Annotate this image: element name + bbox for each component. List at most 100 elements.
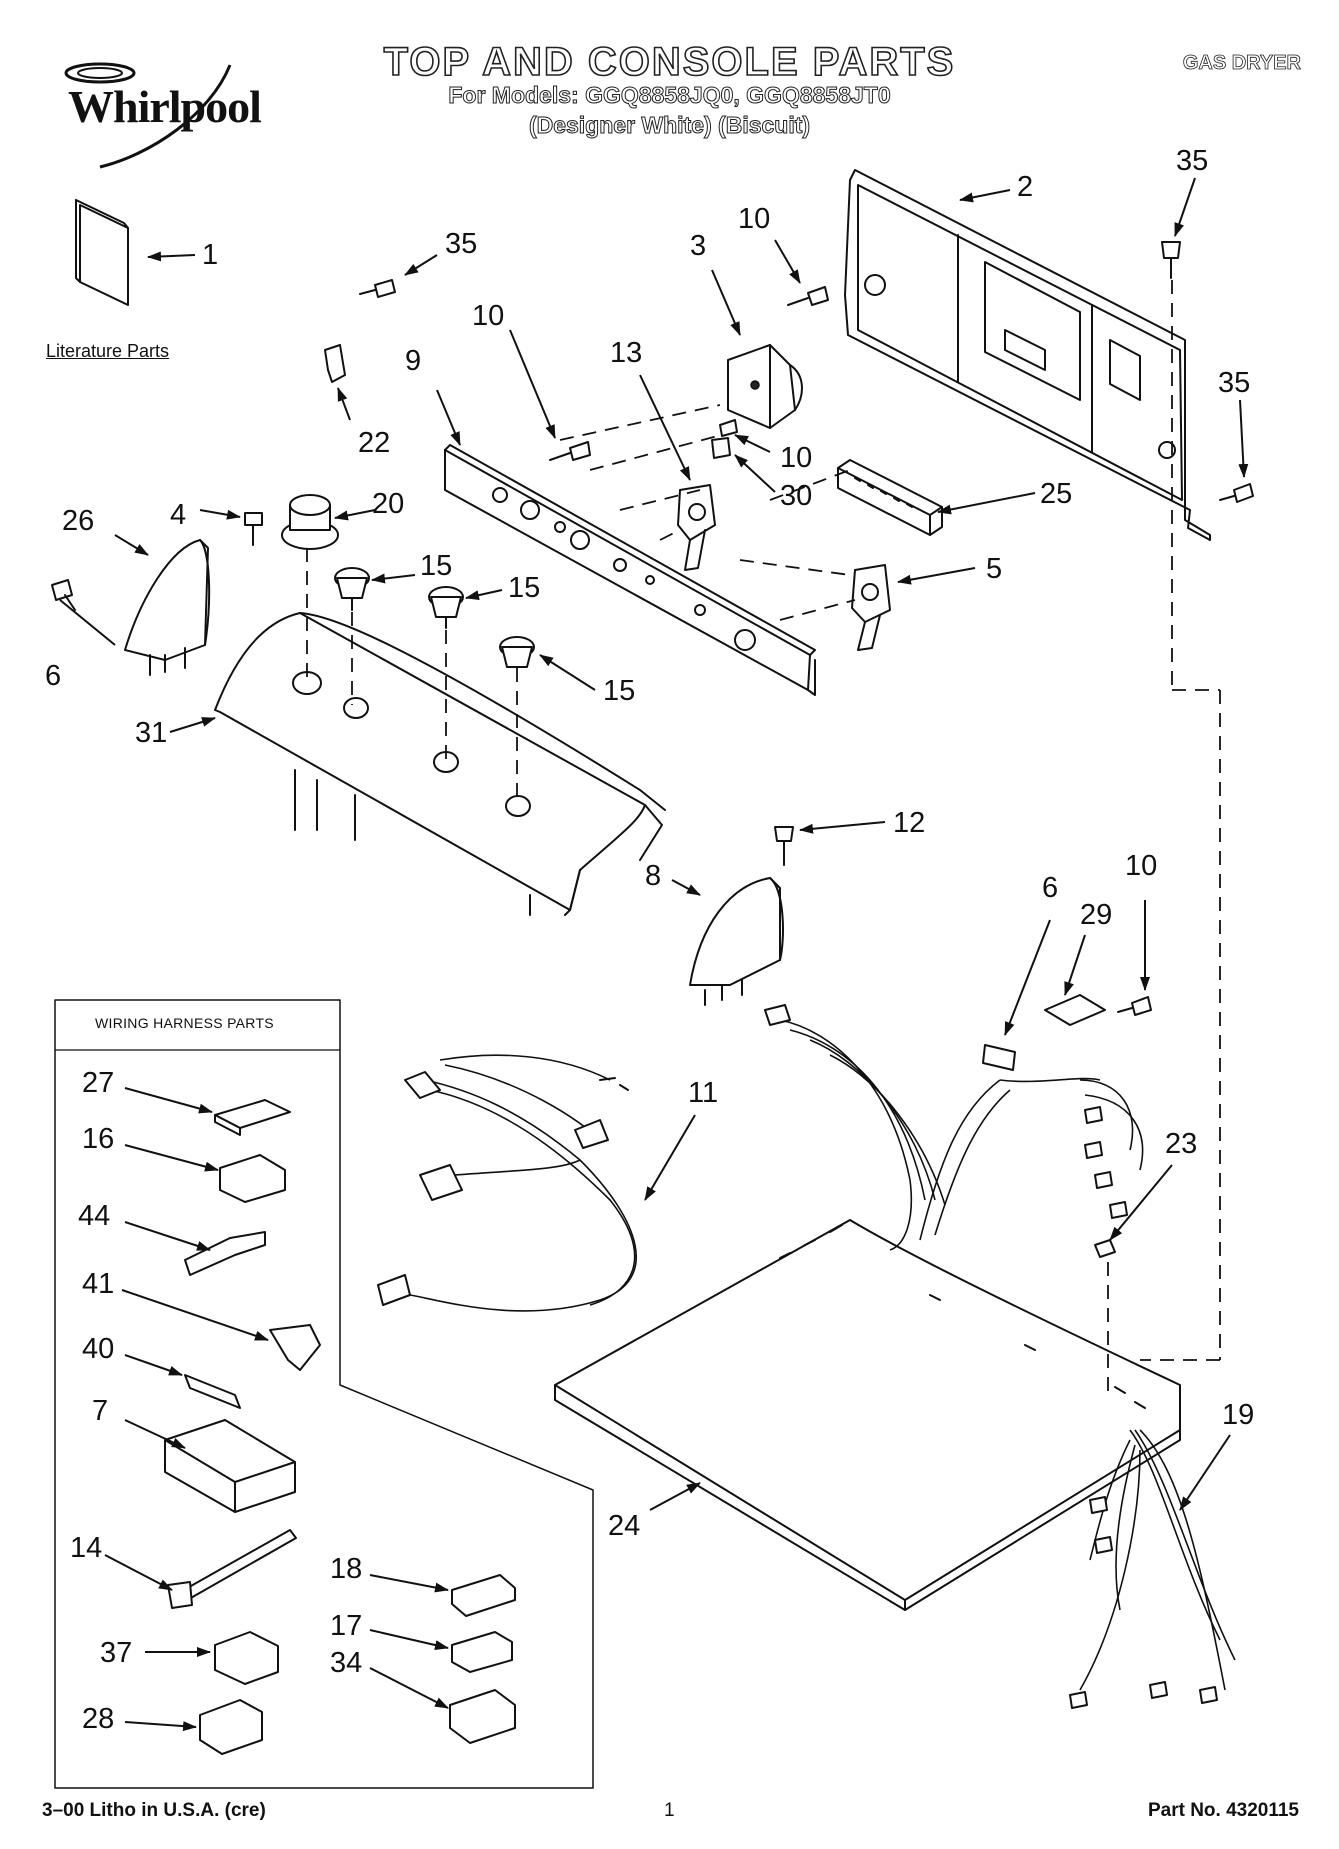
part-screw-10b	[549, 441, 591, 461]
part-screw-35c	[1219, 483, 1254, 503]
part-connector-37	[214, 1631, 279, 1685]
callout-24: 24	[608, 1510, 640, 1542]
callout-15a: 15	[420, 550, 452, 582]
callout-10b: 10	[472, 300, 504, 332]
part-console-panel-31	[214, 612, 666, 916]
part-clip-22	[324, 344, 346, 383]
callout-10c: 10	[780, 442, 812, 474]
callout-35a: 35	[445, 228, 477, 260]
callout-40: 40	[82, 1333, 114, 1365]
part-screw-10c	[719, 419, 738, 437]
part-screw-10d	[1117, 996, 1152, 1016]
callout-25: 25	[1040, 478, 1072, 510]
callout-7: 7	[92, 1395, 108, 1427]
callout-34: 34	[330, 1647, 362, 1679]
callout-10d: 10	[1125, 850, 1157, 882]
part-terminal-block	[837, 459, 943, 536]
harness-box-title: WIRING HARNESS PARTS	[95, 1015, 274, 1031]
part-connector-7	[164, 1419, 296, 1513]
part-connector-17	[451, 1631, 513, 1673]
callout-5: 5	[986, 553, 1002, 585]
part-switch-3	[727, 344, 803, 429]
callout-16: 16	[82, 1123, 114, 1155]
callout-27: 27	[82, 1067, 114, 1099]
callout-29: 29	[1080, 899, 1112, 931]
callout-4: 4	[170, 499, 186, 531]
part-screw-35a	[359, 279, 396, 298]
models-line: For Models: GGQ8858JQ0, GGQ8858JT0	[448, 82, 891, 109]
part-connector-16	[219, 1154, 286, 1203]
part-pin-40	[184, 1374, 241, 1409]
callout-6b: 6	[1042, 872, 1058, 904]
part-wire-harness-upper	[764, 1004, 1144, 1251]
callout-31: 31	[135, 717, 167, 749]
part-30	[711, 437, 731, 459]
callout-37: 37	[100, 1637, 132, 1669]
callout-35c: 35	[1218, 367, 1250, 399]
part-control-back-panel	[844, 169, 1211, 541]
part-knob-15b	[428, 586, 464, 629]
part-connector-34	[449, 1689, 516, 1744]
whirlpool-logo	[60, 55, 290, 175]
callout-44: 44	[78, 1200, 110, 1232]
leader-lines	[59, 177, 1249, 1732]
part-screw-12	[774, 826, 794, 866]
callout-20: 20	[372, 488, 404, 520]
footer-part-number: Part No. 4320115	[1147, 1800, 1299, 1821]
callout-23: 23	[1165, 1128, 1197, 1160]
callout-numbers: 1 2 3 4 5 6 6 7 8 9 10 10 10 10 11 12 13…	[45, 145, 1254, 1735]
part-end-cap-26	[124, 539, 211, 676]
callout-30: 30	[780, 480, 812, 512]
callout-41: 41	[82, 1268, 114, 1300]
callout-2: 2	[1017, 171, 1033, 203]
callout-3: 3	[690, 230, 706, 262]
literature-parts-label: Literature Parts	[46, 341, 170, 361]
callout-18: 18	[330, 1553, 362, 1585]
callout-10a: 10	[738, 203, 770, 235]
callout-15b: 15	[508, 572, 540, 604]
callout-6a: 6	[45, 660, 61, 692]
part-end-cap-8	[689, 877, 784, 1006]
part-wire-harness-19	[1069, 1429, 1236, 1709]
part-wire-harness-11	[377, 1054, 637, 1312]
part-knob-20	[281, 494, 339, 550]
callout-8: 8	[645, 860, 661, 892]
part-screw-4	[244, 512, 263, 546]
part-clip-23	[1094, 1239, 1116, 1258]
part-connector-28	[199, 1699, 263, 1755]
part-terminal-44	[184, 1231, 266, 1276]
callout-28: 28	[82, 1703, 114, 1735]
part-tie-14	[167, 1529, 297, 1609]
callout-11: 11	[688, 1077, 718, 1109]
callout-12: 12	[893, 807, 925, 839]
part-board-29	[1044, 994, 1106, 1026]
footer-litho: 3–00 Litho in U.S.A. (cre)	[42, 1800, 266, 1821]
part-switch-13	[677, 484, 716, 571]
colors-line: (Designer White) (Biscuit)	[528, 112, 811, 139]
part-connector-27	[214, 1099, 291, 1136]
part-connector-18	[451, 1574, 516, 1617]
callout-9: 9	[405, 345, 421, 377]
part-screw-35b	[1161, 241, 1181, 279]
page-title: TOP AND CONSOLE PARTS	[383, 39, 956, 85]
callout-26: 26	[62, 505, 94, 537]
part-top-panel-24	[554, 1219, 1181, 1611]
callout-1: 1	[202, 239, 218, 271]
callout-35b: 35	[1176, 145, 1208, 177]
callout-22: 22	[358, 427, 390, 459]
callout-14: 14	[70, 1532, 102, 1564]
part-switch-5	[851, 564, 891, 651]
brand-wordmark: Whirlpool	[68, 81, 262, 132]
part-screw-6a	[51, 579, 76, 611]
part-screw-10a	[787, 286, 829, 306]
product-type: GAS DRYER	[1182, 52, 1301, 75]
part-clip-41	[269, 1324, 321, 1371]
callout-15c: 15	[603, 675, 635, 707]
logo-swirl-icon	[64, 62, 232, 169]
callout-19: 19	[1222, 1399, 1254, 1431]
part-knob-15c	[499, 636, 535, 668]
harness-parts-box	[54, 999, 594, 1789]
part-knob-15a	[334, 567, 370, 611]
callout-13: 13	[610, 337, 642, 369]
